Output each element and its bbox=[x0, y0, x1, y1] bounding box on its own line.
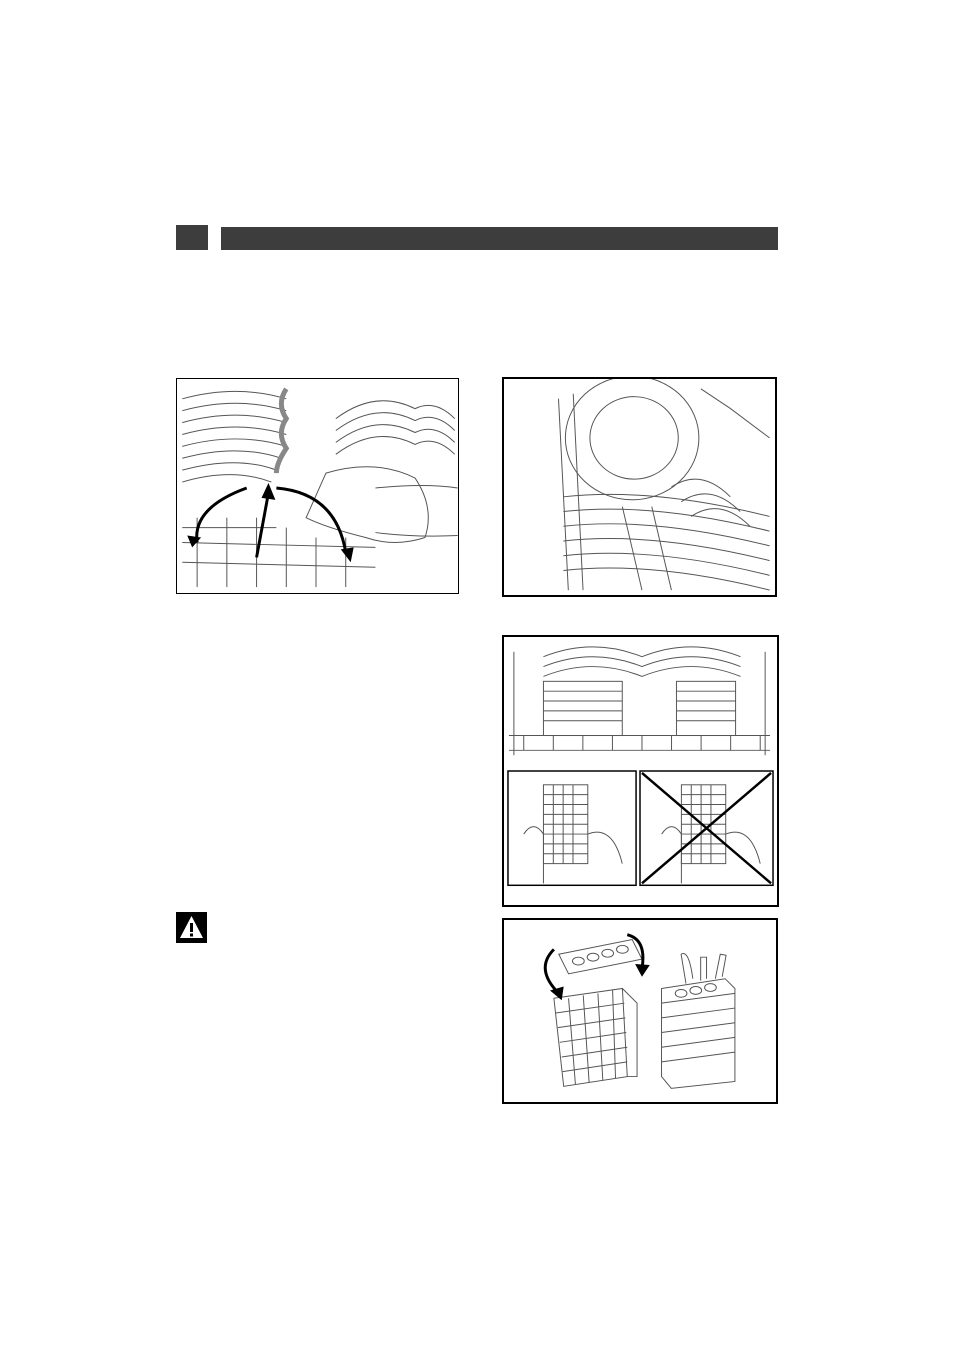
figure-cutlery-basket-lid bbox=[502, 918, 778, 1104]
figure-cutlery-baskets bbox=[502, 635, 779, 907]
cutlery-baskets-in-rack-illustration bbox=[507, 646, 774, 887]
sub-figure-correct-frame bbox=[507, 770, 637, 887]
section-number-box bbox=[176, 225, 208, 250]
rack-folding-illustration bbox=[182, 387, 458, 588]
plate-in-rack-illustration bbox=[558, 379, 770, 591]
figure-rack-folding bbox=[176, 378, 459, 594]
figure-plate-in-rack bbox=[502, 377, 777, 597]
sub-figure-wrong-frame bbox=[639, 770, 774, 887]
cutlery-basket-correct-position-illustration bbox=[523, 784, 623, 884]
wrong-position-cross bbox=[641, 772, 772, 885]
cutlery-basket-lid-illustration bbox=[543, 933, 736, 1089]
section-title-bar bbox=[221, 227, 778, 250]
warning-triangle-icon bbox=[176, 912, 207, 943]
cutlery-basket-wrong-position-illustration bbox=[661, 784, 761, 884]
